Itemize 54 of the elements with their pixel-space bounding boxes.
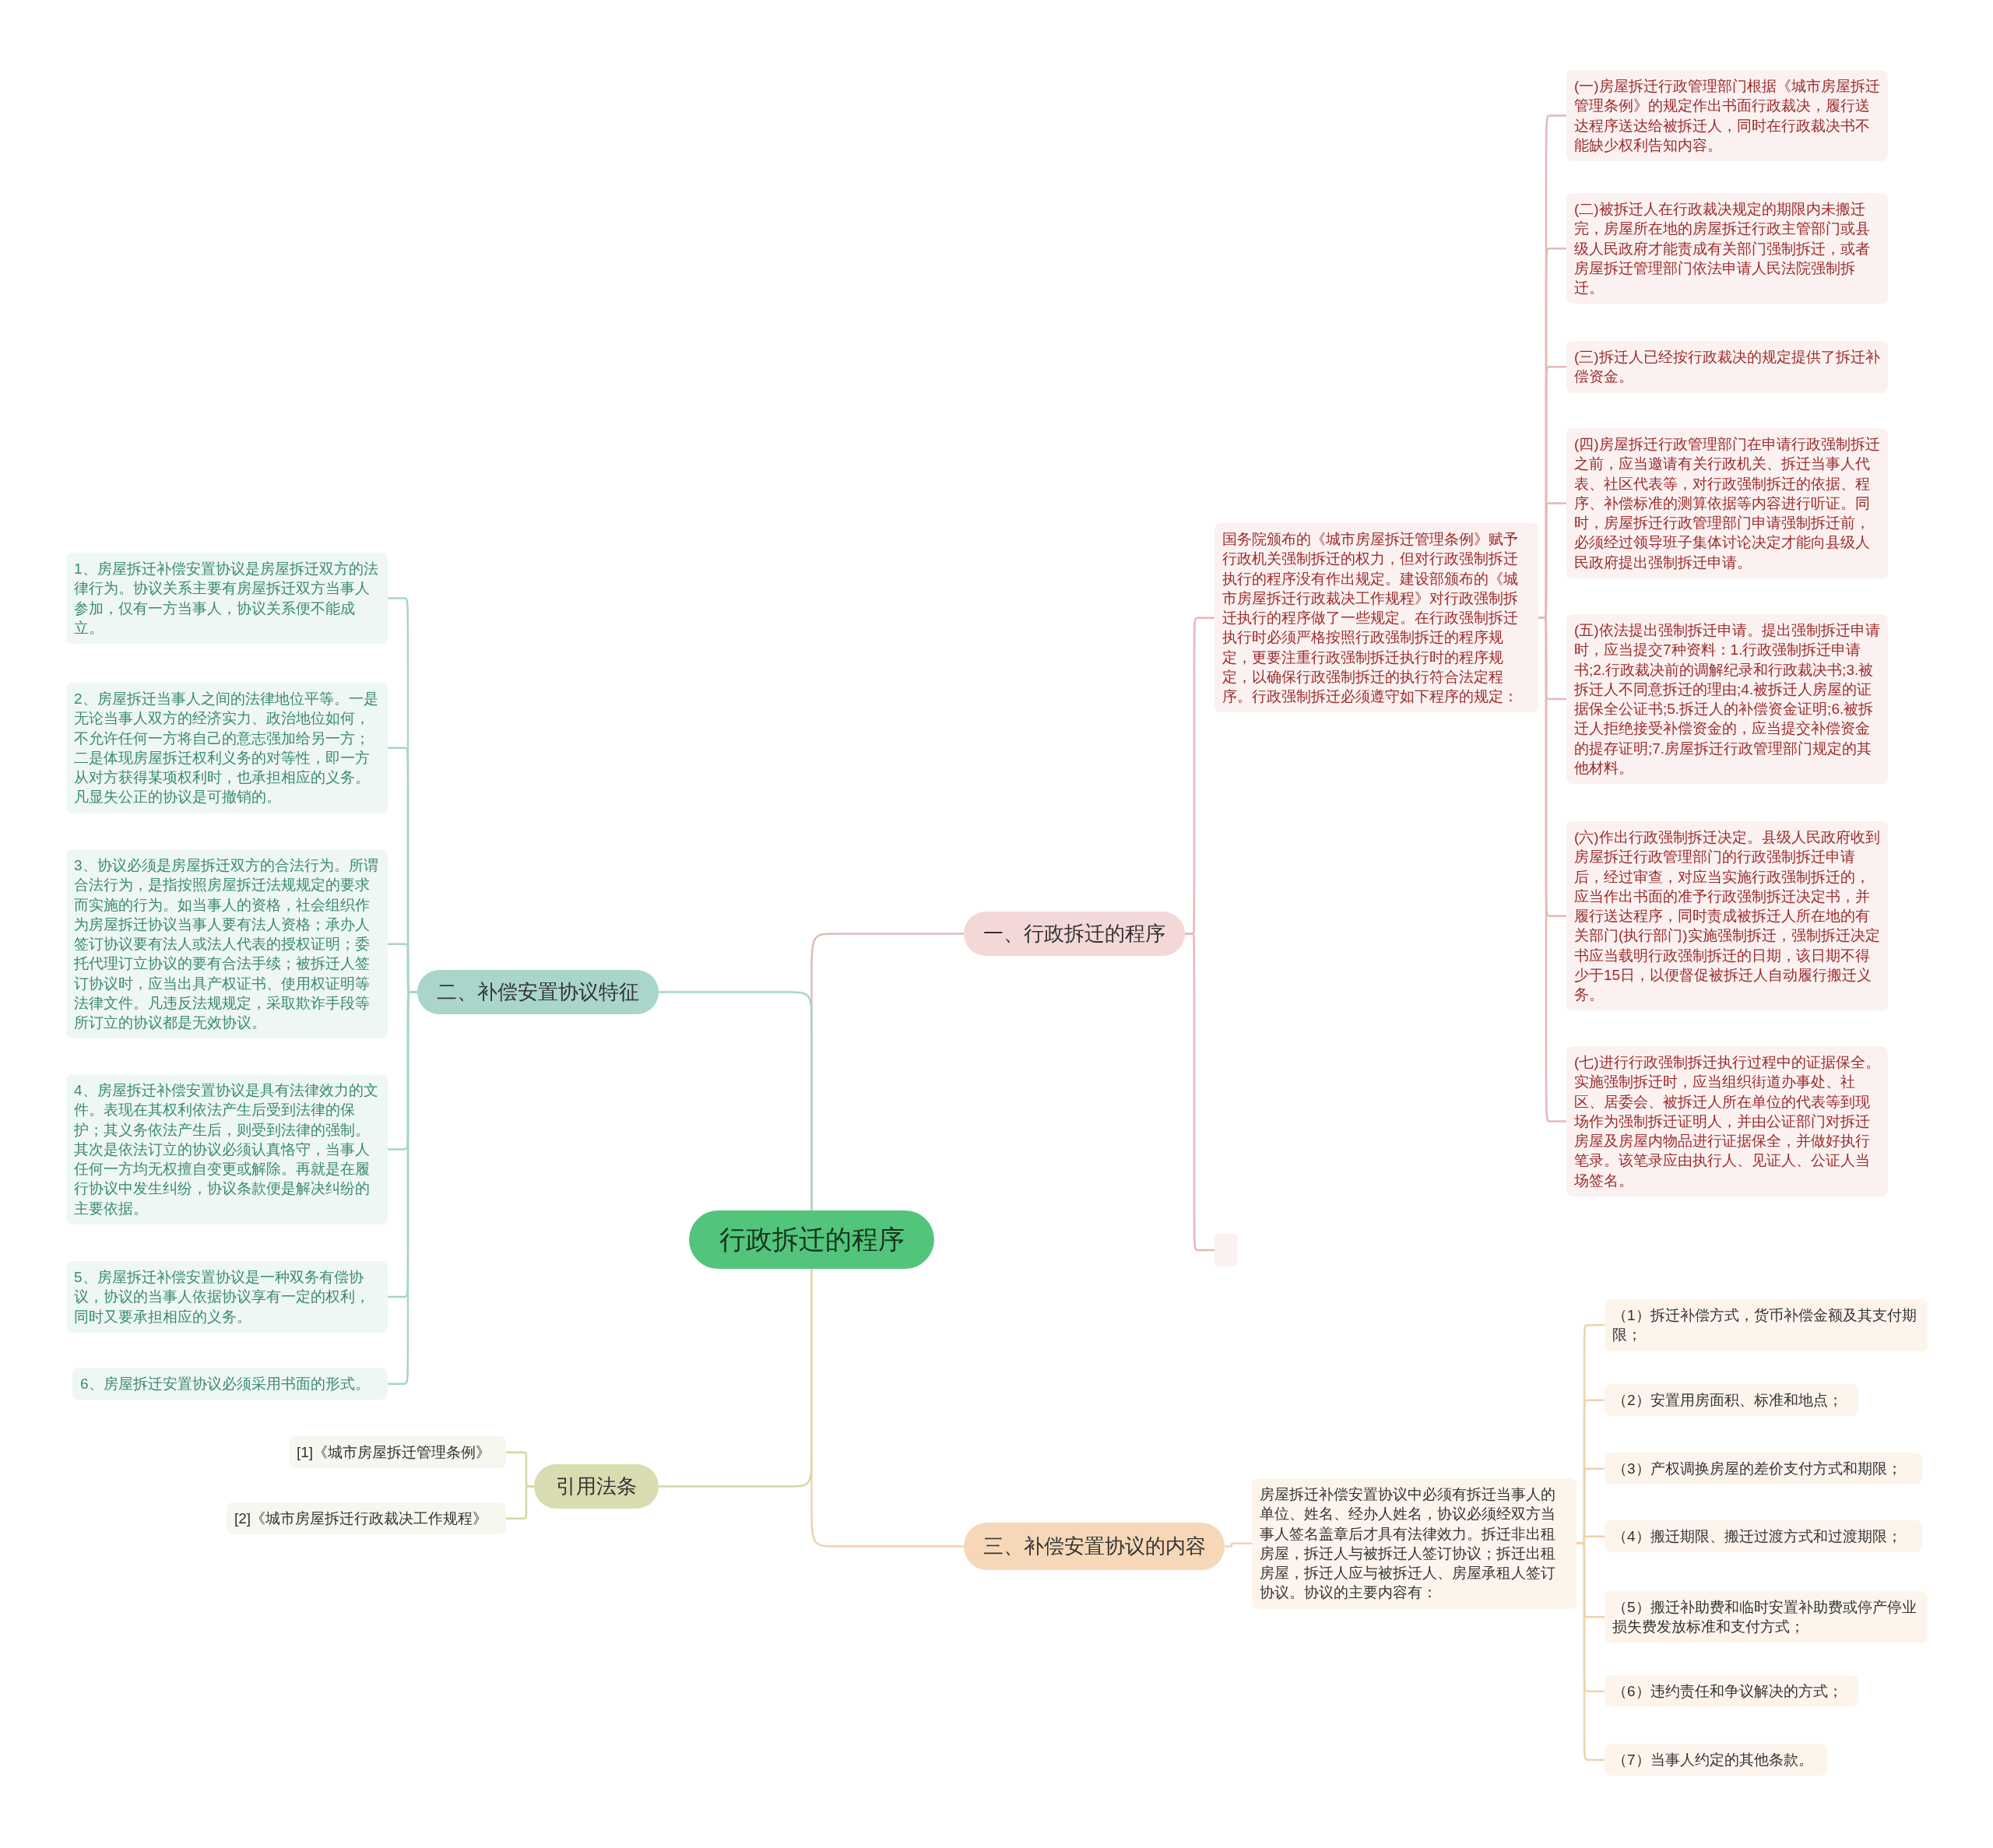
note-text: （2）安置用房面积、标准和地点；: [1612, 1391, 1844, 1410]
topic-text: 三、补偿安置协议的内容: [982, 1534, 1206, 1559]
note-text: （7）当事人约定的其他条款。: [1612, 1751, 1814, 1769]
connector-line: [659, 991, 813, 1210]
topic-text: 一、行政拆迁的程序: [983, 921, 1165, 947]
note-card: [1605, 1453, 1922, 1485]
branch-topic: [534, 1464, 659, 1509]
note-text: 3、协议必须是房屋拆迁双方的合法行为。所谓合法行为，是指按照房屋拆迁法规规定的要求而实施的行为。如当事人的资格，社会组织作为房屋拆迁协议当事人要有法人资格；承办人签订协议要有法人或法人代表的授权证明；委托代理订立协议的要有合法手续；被拆迁人签订协议时，应当出具产权证书、使用权证明等法律文件。凡违反法规规定，采取欺诈手段等所订立的协议都是无效协议。: [74, 856, 379, 1033]
connector-line: [1225, 1542, 1252, 1548]
note-card: [1252, 1478, 1576, 1609]
note-text: （5）搬迁补助费和临时安置补助费或停产停业损失费发放标准和支付方式；: [1612, 1598, 1917, 1637]
note-card: [1566, 341, 1888, 393]
note-card: [227, 1502, 506, 1535]
note-card: [1566, 193, 1888, 304]
topic-text: 二、补偿安置协议特征: [437, 979, 639, 1005]
note-text: （1）拆迁补偿方式，货币补偿金额及其支付期限；: [1612, 1306, 1917, 1345]
note-text: [2]《城市房屋拆迁行政裁决工作规程》: [234, 1509, 489, 1528]
note-text: (六)作出行政强制拆迁决定。县级人民政府收到房屋拆迁行政管理部门的行政强制拆迁申请后，经过审查，对应当实施行政强制拆迁的，应当作出书面的准予行政强制拆迁决定书，并履行送达程序，同时责成被拆迁人所在地的有关部门(执行部门)实施强制拆迁，强制拆迁决定书应当载明行政强制拆迁的日期，该日期不得少于15日，以便督促被拆迁人自动履行搬迁义务。: [1574, 828, 1880, 1005]
note-text: (二)被拆迁人在行政裁决规定的期限内未搬迁完，房屋所在地的房屋拆迁行政主管部门或县级人民政府才能责成有关部门强制拆迁，或者房屋拆迁管理部门依法申请人民法院强制拆迁。: [1574, 200, 1871, 298]
topic-text: 行政拆迁的程序: [719, 1223, 905, 1256]
branch-topic: [964, 1523, 1225, 1570]
note-card: [1605, 1675, 1858, 1708]
empty-box: [1214, 1234, 1238, 1267]
connector-line: [506, 1485, 534, 1520]
note-text: (四)房屋拆迁行政管理部门在申请行政强制拆迁之前，应当邀请有关行政机关、拆迁当事人代表、社区代表等，对行政强制拆迁的依据、程序、补偿标准的测算依据等内容进行听证。同时，房屋拆迁行政管理部门申请强制拆迁前，必须经过领导班子集体讨论决定才能向县级人民政府提出强制拆迁申请。: [1574, 435, 1880, 572]
connector-line: [1576, 1542, 1605, 1761]
note-text: 6、房屋拆迁安置协议必须采用书面的形式。: [80, 1375, 371, 1393]
note-card: [1605, 1744, 1827, 1776]
note-text: (七)进行行政强制拆迁执行过程中的证据保全。实施强制拆迁时，应当组织街道办事处、社区、居委会、被拆迁人所在单位的代表等到现场作为强制拆迁证明人，并由公证部门对拆迁房屋及房屋内物品进行证据保全，并做好执行笔录。该笔录应由执行人、见证人、公证人当场签名。: [1574, 1053, 1880, 1190]
note-text: 5、房屋拆迁补偿安置协议是一种双务有偿协议，协议的当事人依据协议享有一定的权利，同时又要承担相应的义务。: [74, 1268, 371, 1326]
note-card: [1605, 1591, 1928, 1643]
note-text: [1]《城市房屋拆迁管理条例》: [297, 1443, 492, 1462]
note-card: [1566, 70, 1888, 162]
note-text: 2、房屋拆迁当事人之间的法律地位平等。一是无论当事人双方的经济实力、政治地位如何，不允许任何一方将自己的意志强加给另一方；二是体现房屋拆迁权利义务的对等性，即一方从对方获得某项权利时，也承担相应的义务。凡显失公正的协议是可撤销的。: [74, 690, 379, 807]
note-card: [66, 553, 388, 645]
note-text: （4）搬迁期限、搬迁过渡方式和过渡期限；: [1612, 1527, 1903, 1546]
note-text: 房屋拆迁补偿安置协议中必须有拆迁当事人的单位、姓名、经办人姓名，协议必须经双方当事人签名盖章后才具有法律效力。拆迁非出租房屋，拆迁人与被拆迁人签订协议；拆迁出租房屋，拆迁人应与被拆迁人、房屋承租人签订协议。协议的主要内容有：: [1260, 1485, 1556, 1603]
note-card: [66, 1261, 388, 1333]
note-card: [1605, 1384, 1858, 1417]
note-text: 4、房屋拆迁补偿安置协议是具有法律效力的文件。表现在其权利依法产生后受到法律的保护；其义务依法产生后，则受到法律的强制。其次是依法订立的协议必须认真恪守，当事人任何一方均无权擅自变更或解除。再就是在履行协议中发生纠纷，协议条款便是解决纠纷的主要依据。: [74, 1081, 379, 1218]
topic-text: 引用法条: [556, 1474, 637, 1499]
note-text: (一)房屋拆迁行政管理部门根据《城市房屋拆迁管理条例》的规定作出书面行政裁决，履行送达程序送达给被拆迁人，同时在行政裁决书不能缺少权利告知内容。: [1574, 77, 1880, 155]
note-text: (三)拆迁人已经按行政裁决的规定提供了拆迁补偿资金。: [1574, 348, 1880, 387]
connector-line: [810, 1269, 964, 1548]
note-text: 1、房屋拆迁补偿安置协议是房屋拆迁双方的法律行为。协议关系主要有房屋拆迁双方当事人参加，仅有一方当事人，协议关系便不能成立。: [74, 560, 379, 638]
note-text: （3）产权调换房屋的差价支付方式和期限；: [1612, 1460, 1903, 1478]
note-text: 国务院颁布的《城市房屋拆迁管理条例》赋予行政机关强制拆迁的权力，但对行政强制拆迁执行的程序没有作出规定。建设部颁布的《城市房屋拆迁行政裁决工作规程》对行政强制拆迁执行的程序做了一些规定。在行政强制拆迁执行时必须严格按照行政强制拆迁的程序规定，更要注重行政强制拆迁执行时的程序规定，以确保行政强制拆迁的执行符合法定程序。行政强制拆迁必须遵守如下程序的规定：: [1222, 530, 1519, 707]
note-card: [1605, 1520, 1922, 1553]
note-card: [72, 1368, 388, 1400]
note-card: [289, 1436, 506, 1469]
note-text: （6）违约责任和争议解决的方式；: [1612, 1682, 1844, 1701]
note-card: [1605, 1299, 1928, 1351]
note-text: (五)依法提出强制拆迁申请。提出强制拆迁申请时，应当提交7种资料：1.行政强制拆迁申请书;2.行政裁决前的调解纪录和行政裁决书;3.被拆迁人不同意拆迁的理由;4.被拆迁人房屋的证据保全公证书;5.拆迁人的补偿资金证明;6.被拆迁人拒绝接受补偿资金的，应当提交补偿资金的提存证明;7.房屋拆迁行政管理部门规定的其他材料。: [1574, 621, 1880, 778]
branch-topic: [964, 912, 1185, 956]
